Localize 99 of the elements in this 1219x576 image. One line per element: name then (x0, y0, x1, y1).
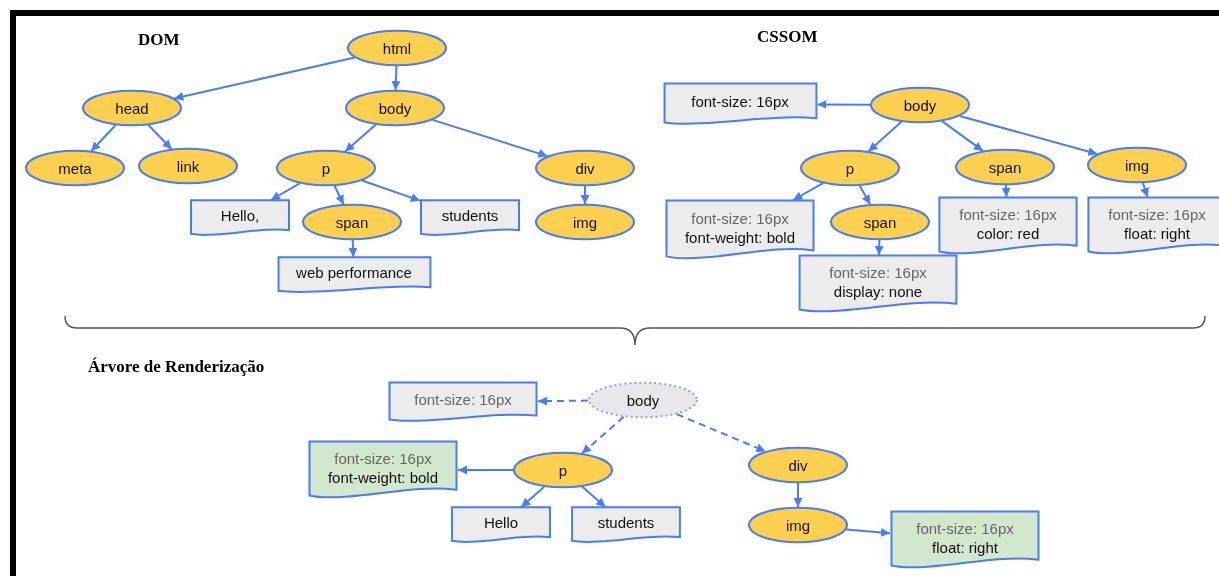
arrow (867, 120, 903, 153)
node-text: meta (58, 158, 92, 178)
node-text: font-size: 16px (1108, 204, 1206, 224)
node-text: float: right (1124, 223, 1190, 243)
arrow (580, 185, 590, 205)
node-text: font-weight: bold (327, 467, 439, 487)
node-text: display: none (833, 281, 923, 301)
node-text: font-size: 16px (829, 262, 927, 282)
document-node (571, 507, 681, 543)
section-title: DOM (138, 30, 180, 50)
node-text: font-size: 16px (916, 518, 1014, 538)
document-node (388, 382, 538, 422)
document-node (190, 200, 290, 236)
document-node (420, 200, 520, 236)
ellipse-node (82, 90, 182, 126)
arrow (858, 184, 872, 206)
arrow (361, 179, 421, 202)
arrow (793, 482, 803, 508)
arrow (581, 485, 607, 508)
ellipse-node (347, 30, 447, 66)
node-text: div (788, 455, 808, 475)
document-node (276, 257, 432, 293)
node-text: html (382, 38, 412, 58)
arrow (816, 99, 871, 109)
ellipse-node (535, 150, 635, 186)
ellipse-node (138, 148, 238, 184)
node-text: img (1124, 155, 1150, 175)
ellipse-node (830, 204, 930, 240)
node-text: body (626, 390, 660, 410)
arrow (1001, 184, 1011, 198)
arrow (344, 123, 377, 153)
node-text: img (785, 515, 811, 535)
arrow (147, 124, 173, 150)
ellipse-node (513, 452, 613, 488)
node-text: font-size: 16px (959, 204, 1057, 224)
document-node (662, 83, 818, 125)
document-node (665, 200, 815, 260)
node-text: span (335, 212, 369, 232)
node-text: font-size: 16px (414, 390, 512, 409)
node-text: img (572, 212, 598, 232)
arrow (845, 528, 891, 537)
arrow (958, 115, 1099, 156)
arrow (391, 65, 401, 91)
ellipse-node (800, 150, 900, 186)
document-node (890, 511, 1040, 569)
section-title: Árvore de Renderização (88, 357, 265, 377)
ellipse-node (302, 204, 402, 240)
ellipse-node (870, 87, 970, 123)
arrow (348, 239, 358, 258)
node-text: Hello (483, 513, 519, 532)
node-text: span (863, 212, 897, 232)
arrow (1140, 181, 1149, 198)
arrow (270, 182, 301, 201)
node-text: font-weight: bold (684, 227, 796, 247)
node-text: students (441, 206, 499, 225)
ellipse-node (535, 204, 635, 240)
dashed-arrow (675, 413, 767, 453)
document-node (938, 197, 1078, 255)
ellipse-node (25, 150, 125, 186)
node-text: font-size: 16px (691, 208, 789, 228)
node-text: div (575, 158, 595, 178)
ellipse-node (748, 447, 848, 483)
document-node (451, 507, 551, 543)
node-text: p (321, 158, 331, 178)
node-text: p (558, 460, 568, 480)
dashed-arrow (581, 415, 625, 455)
ellipse-node (1087, 147, 1187, 183)
section-title: CSSOM (757, 27, 818, 47)
node-text: color: red (976, 223, 1040, 243)
node-text: font-size: 16px (334, 448, 432, 468)
arrow (792, 182, 825, 201)
dotted-ellipse-node (588, 382, 698, 418)
arrow (173, 56, 356, 101)
dashed-arrow (537, 396, 589, 406)
node-text: link (176, 156, 200, 176)
node-text: p (845, 158, 855, 178)
node-text: head (115, 98, 149, 118)
arrow (941, 120, 984, 152)
node-text: students (597, 513, 655, 532)
ellipse-node (276, 150, 376, 186)
ellipse-node (955, 149, 1055, 185)
ellipse-node (748, 507, 848, 543)
ellipse-node (345, 90, 445, 126)
node-text: body (378, 98, 412, 118)
arrow (520, 485, 546, 508)
document-node (308, 441, 458, 499)
arrow (431, 118, 549, 158)
node-text: Hello, (220, 206, 260, 225)
node-text: body (903, 95, 937, 115)
arrow (333, 184, 345, 206)
node-text: span (988, 157, 1022, 177)
node-text: web performance (296, 263, 412, 282)
arrow (90, 124, 117, 152)
arrow (874, 239, 884, 256)
document-node (1087, 197, 1219, 255)
node-text: float: right (932, 537, 998, 557)
node-text: font-size: 16px (691, 92, 789, 111)
document-node (798, 255, 958, 313)
arrow (457, 465, 514, 475)
